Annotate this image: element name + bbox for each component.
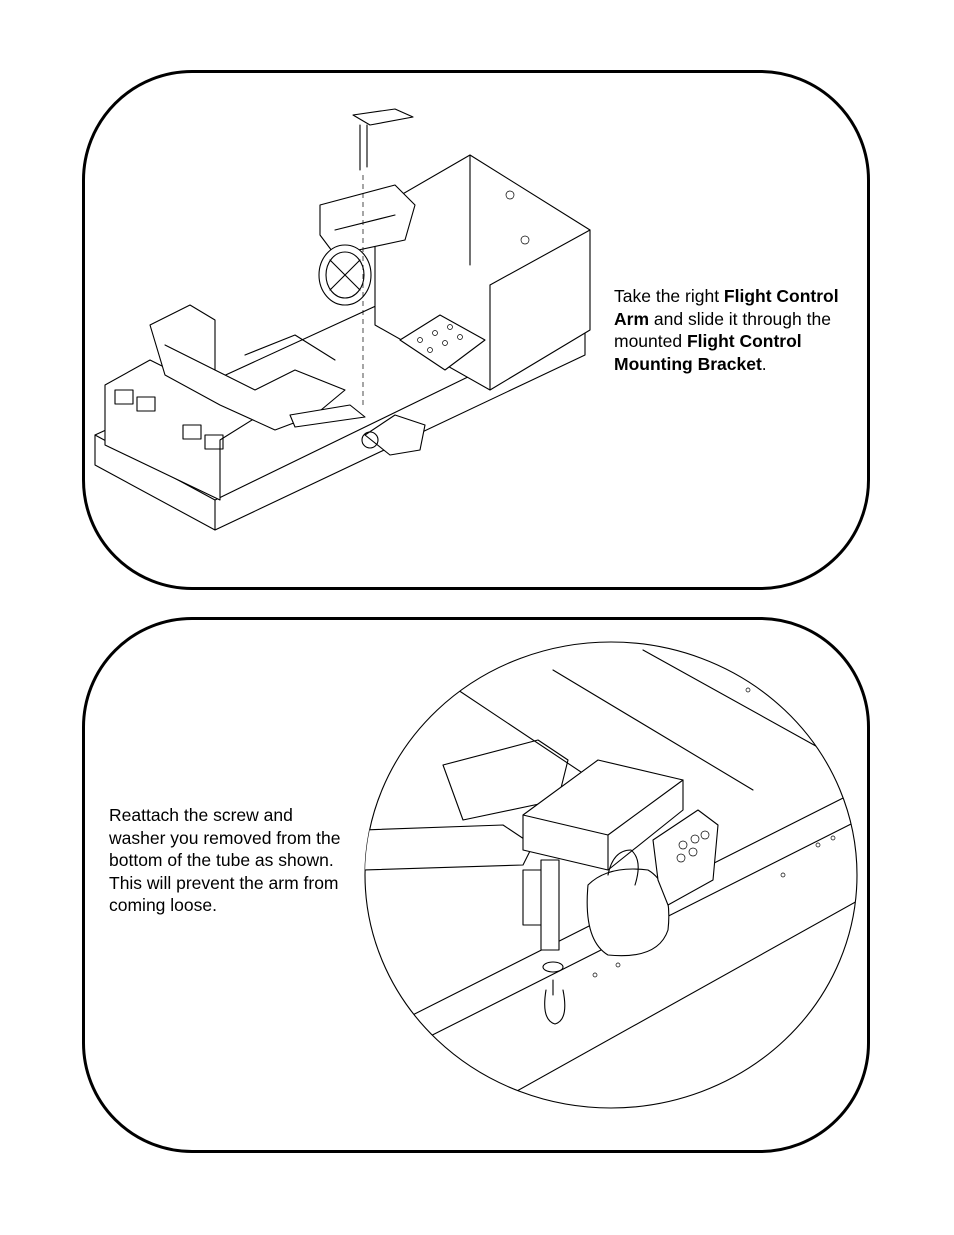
step-panel-2 — [82, 617, 870, 1153]
arm-detail-illustration — [364, 641, 858, 1109]
step-1-text-2: and slide it through the mounted — [614, 308, 831, 352]
simulator-assembly-illustration — [94, 108, 591, 531]
flight-control-arm-label: Flight Control Arm — [614, 286, 839, 329]
step-1-instruction: Take the right Flight Control Arm and sl… — [614, 285, 864, 375]
step-1-text-1: Take the right — [614, 286, 724, 306]
step-1-text-3: . — [761, 353, 767, 374]
step-2-instruction: Reattach the screw and washer you remove… — [109, 805, 341, 915]
mounting-bracket-label: Flight Control Mounting Bracket — [614, 331, 802, 374]
